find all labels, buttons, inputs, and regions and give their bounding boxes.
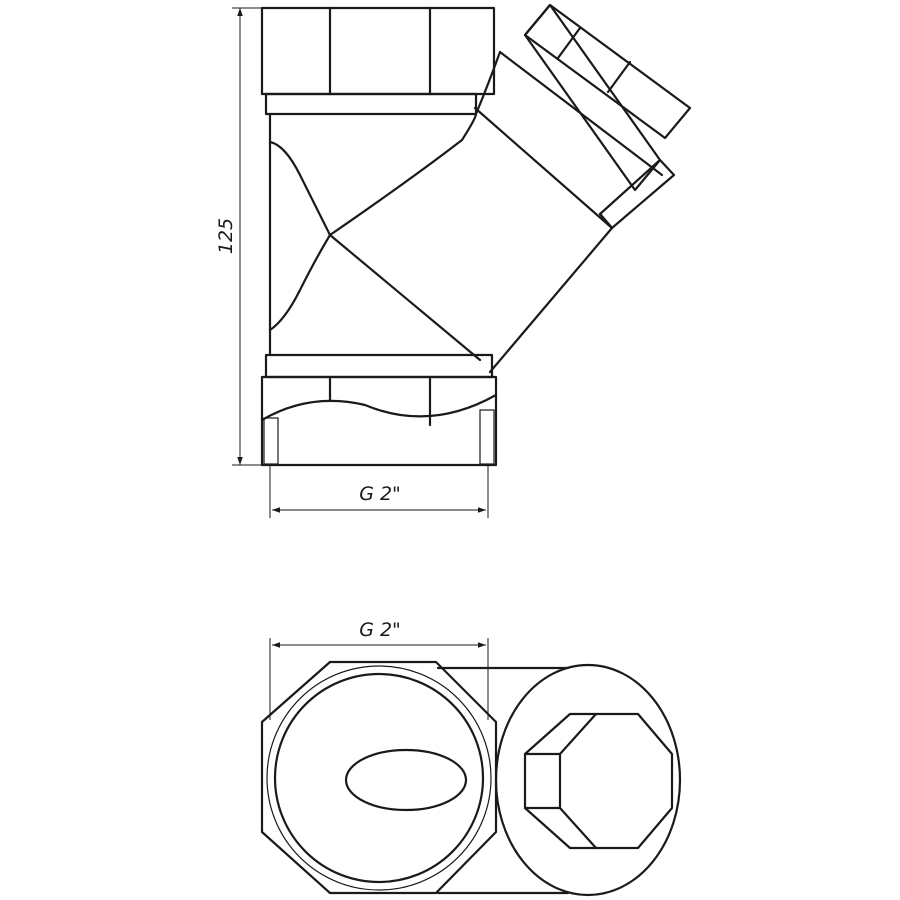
nut-chamfer-circle (266, 665, 492, 891)
front-thread-dimension: G 2" (269, 465, 489, 518)
end-view: G 2" (260, 619, 682, 897)
front-view: 125 G 2" (215, 3, 692, 518)
cap-hex-nut (523, 3, 662, 192)
top-hex-nut (260, 6, 496, 96)
cap-hex-plug (523, 712, 674, 850)
height-dimension-label: 125 (215, 218, 237, 254)
end-thread-dimension: G 2" (269, 619, 489, 720)
bottom-collar (264, 353, 494, 379)
end-thread-dimension-label: G 2" (359, 619, 401, 641)
cap-disk (494, 663, 682, 897)
bore-circle (273, 672, 485, 884)
front-thread-dimension-label: G 2" (359, 483, 401, 505)
top-collar (264, 92, 478, 116)
thread-section-right (479, 409, 495, 465)
octagon-nut (260, 660, 498, 895)
strainer-mesh (344, 748, 468, 812)
bottom-hex-nut (260, 375, 498, 467)
strainer-branch (473, 3, 692, 374)
main-body (268, 50, 502, 362)
thread-section-left (263, 417, 279, 465)
height-dimension: 125 (215, 7, 262, 466)
